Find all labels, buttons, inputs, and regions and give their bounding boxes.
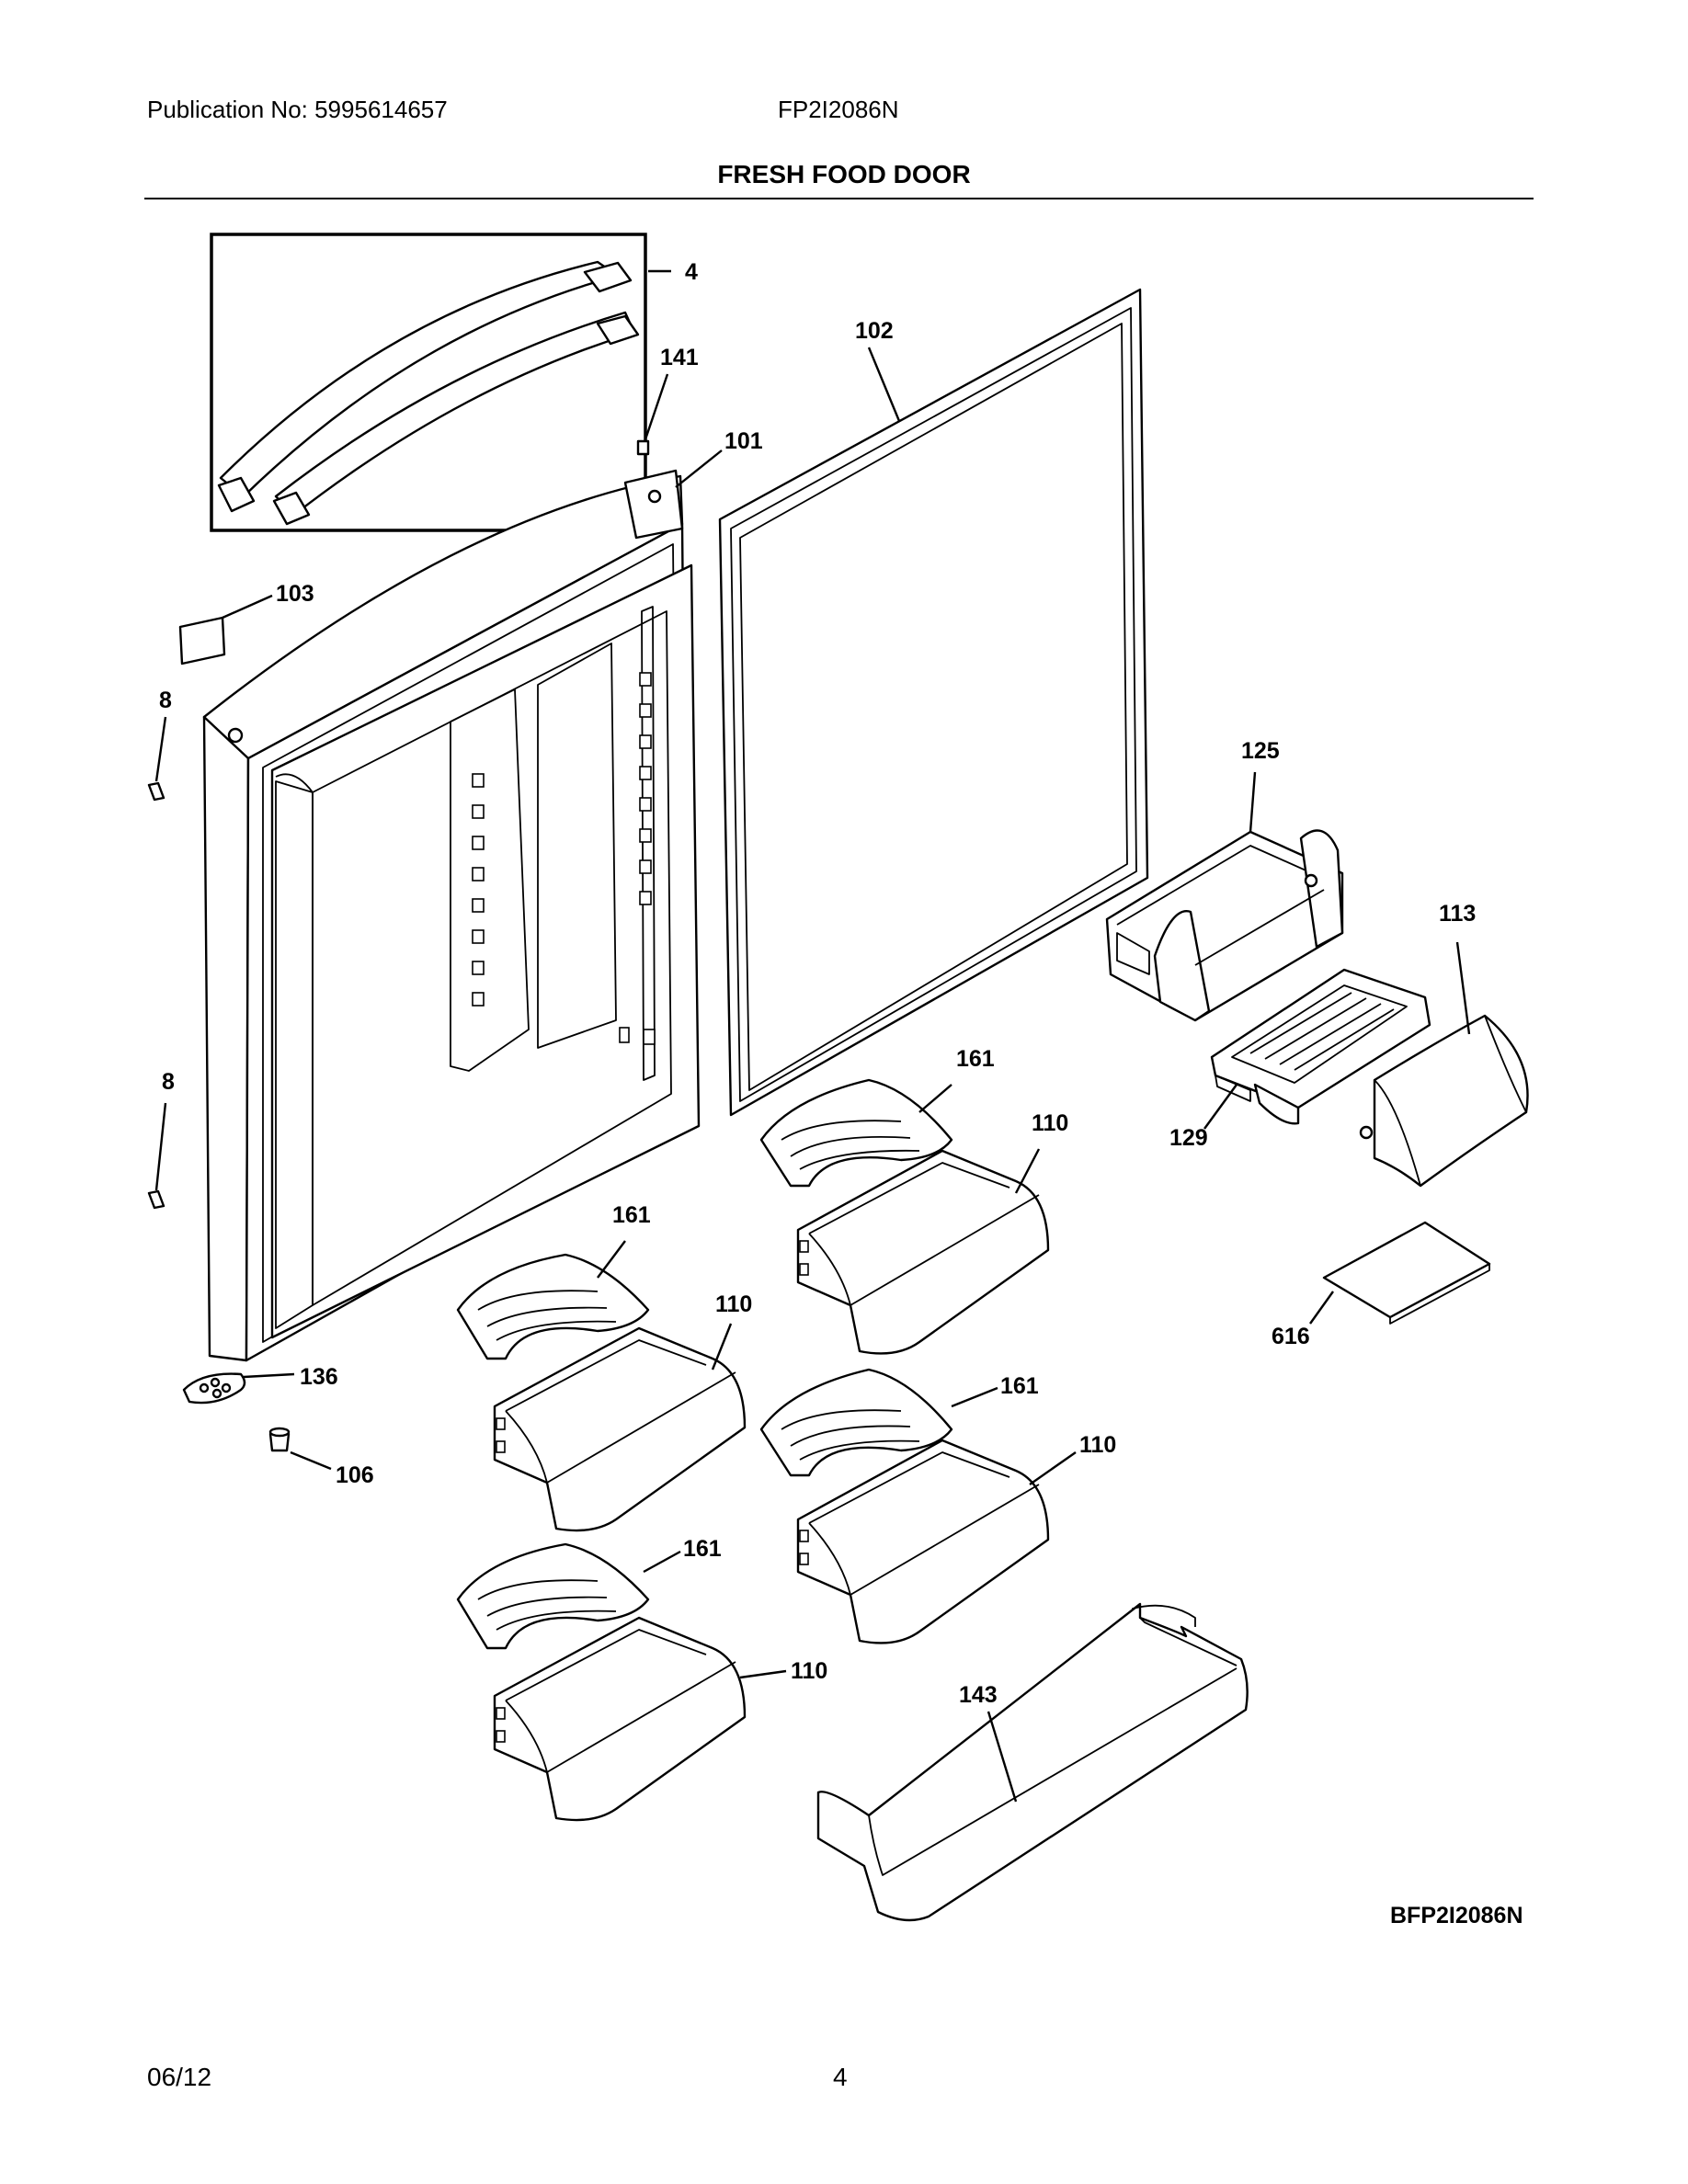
callout-110-d: 110 bbox=[791, 1658, 827, 1684]
callout-616: 616 bbox=[1272, 1324, 1310, 1349]
callout-161-c: 161 bbox=[1000, 1373, 1039, 1399]
callout-161-a: 161 bbox=[956, 1046, 995, 1072]
liner-clips bbox=[472, 672, 656, 1045]
callout-110-b: 110 bbox=[715, 1291, 752, 1317]
callout-161-b: 161 bbox=[612, 1202, 651, 1228]
part-110-door-bin bbox=[493, 1326, 747, 1532]
part-110-door-bin bbox=[493, 1616, 747, 1822]
page-title: FRESH FOOD DOOR bbox=[717, 160, 971, 188]
footer-date: 06/12 bbox=[147, 2063, 212, 2091]
diagram-code: BFP2I2086N bbox=[1390, 1903, 1523, 1928]
callout-106: 106 bbox=[336, 1462, 374, 1488]
part-110-door-bin bbox=[796, 1439, 1050, 1644]
part-4-handles bbox=[217, 260, 640, 526]
part-103-label bbox=[178, 616, 226, 665]
callout-136: 136 bbox=[300, 1364, 338, 1390]
part-161-shelf-insert bbox=[456, 1542, 650, 1650]
part-8-screws bbox=[147, 781, 165, 1210]
part-129-tray bbox=[1210, 968, 1431, 1125]
part-106-bushing bbox=[268, 1427, 291, 1452]
part-161-shelf-insert bbox=[456, 1253, 650, 1360]
callout-143: 143 bbox=[959, 1682, 998, 1708]
callout-labels: 4 102 141 101 103 8 8 125 113 129 161 11… bbox=[159, 259, 1476, 1708]
footer-page-number: 4 bbox=[833, 2063, 848, 2091]
publication-number: Publication No: 5995614657 bbox=[147, 96, 448, 123]
door-liner bbox=[270, 563, 701, 1339]
callout-102: 102 bbox=[855, 318, 894, 344]
handle-inset bbox=[210, 233, 647, 532]
callout-141: 141 bbox=[660, 345, 699, 370]
part-143-bottle-bin bbox=[816, 1602, 1249, 1922]
part-616-literature bbox=[1322, 1221, 1491, 1325]
part-102-gasket bbox=[718, 288, 1149, 1117]
callout-161-d: 161 bbox=[683, 1536, 722, 1562]
header-divider bbox=[144, 198, 1534, 199]
callout-4: 4 bbox=[685, 259, 698, 285]
callout-113: 113 bbox=[1439, 901, 1476, 927]
model-number: FP2I2086N bbox=[778, 96, 899, 123]
part-141-clip bbox=[636, 439, 650, 456]
leader-lines bbox=[154, 269, 1471, 1803]
part-161-shelf-insert bbox=[759, 1078, 953, 1188]
callout-110-c: 110 bbox=[1079, 1432, 1116, 1458]
callout-8-upper: 8 bbox=[159, 688, 172, 713]
part-113-cover bbox=[1359, 1014, 1529, 1188]
part-161-shelf-insert bbox=[759, 1368, 953, 1477]
callout-8-lower: 8 bbox=[162, 1069, 175, 1095]
part-136-hinge-plate bbox=[182, 1372, 246, 1405]
callout-101: 101 bbox=[724, 428, 763, 454]
part-125-dairy-bin bbox=[1105, 829, 1344, 1022]
callout-129: 129 bbox=[1169, 1125, 1208, 1151]
callout-110-a: 110 bbox=[1032, 1110, 1068, 1136]
part-110-door-bin bbox=[796, 1149, 1050, 1355]
callout-125: 125 bbox=[1241, 738, 1280, 764]
callout-103: 103 bbox=[276, 581, 314, 607]
